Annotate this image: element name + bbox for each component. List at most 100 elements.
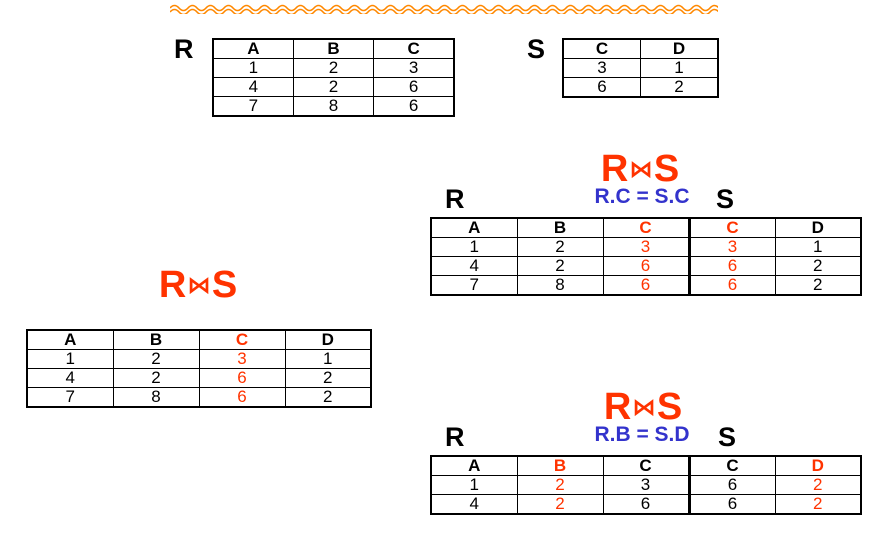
table-cell: 7	[212, 96, 294, 117]
table-row: 1 2 3 6 2	[430, 475, 862, 495]
table-cell: 4	[430, 256, 518, 276]
table-row: 7 8 6 6 2	[430, 275, 862, 296]
table-cell: 8	[112, 387, 200, 408]
relation-r-table: A B C 1 2 3 4 2 6 7 8 6	[212, 38, 455, 117]
theta-join-bd-r-label: R	[445, 422, 465, 452]
column-header: B	[292, 38, 375, 59]
column-header: D	[284, 329, 372, 350]
title-left: R	[158, 264, 187, 306]
column-header: B	[516, 217, 604, 238]
title-right: S	[211, 264, 238, 306]
table-cell: 3	[198, 349, 286, 369]
table-cell: 2	[516, 494, 604, 515]
table-cell: 6	[373, 77, 455, 97]
column-header: C	[687, 217, 776, 238]
table-row: 1 2 3	[212, 58, 455, 78]
table-cell: 6	[602, 256, 690, 276]
theta-join-bd-table: A B C C D 1 2 3 6 2 4 2 6 6 2	[430, 455, 862, 515]
table-cell: 2	[774, 275, 862, 296]
table-cell: 7	[430, 275, 518, 296]
title-right: S	[653, 148, 680, 190]
column-header: B	[516, 455, 604, 476]
table-row: 4 2 6 6 2	[430, 256, 862, 276]
table-row: 4 2 6	[212, 77, 455, 97]
table-cell: 6	[687, 256, 776, 276]
table-cell: 8	[292, 96, 375, 117]
column-header: C	[562, 38, 641, 59]
join-symbol: ⋈	[632, 393, 656, 420]
table-cell: 6	[373, 96, 455, 117]
table-cell: 3	[602, 237, 690, 257]
column-header: B	[112, 329, 200, 350]
column-header: A	[430, 217, 518, 238]
table-row: 7 8 6 2	[26, 387, 372, 408]
table-header-row: A B C C D	[430, 455, 862, 476]
theta-join-c-s-label: S	[716, 184, 735, 214]
theta-join-c-title: R⋈S	[580, 150, 700, 188]
table-cell: 2	[292, 77, 375, 97]
table-cell: 4	[26, 368, 114, 388]
theta-join-bd-condition: R.B = S.D	[594, 423, 690, 446]
table-cell: 4	[430, 494, 518, 515]
table-cell: 2	[516, 475, 604, 495]
natural-join-title: R⋈S	[138, 266, 258, 304]
table-cell: 2	[516, 256, 604, 276]
table-cell: 1	[212, 58, 294, 78]
table-cell: 6	[687, 475, 776, 495]
table-cell: 2	[774, 494, 862, 515]
table-cell: 2	[284, 387, 372, 408]
table-cell: 1	[26, 349, 114, 369]
table-row: 6 2	[562, 77, 719, 98]
table-cell: 2	[640, 77, 719, 98]
table-cell: 6	[562, 77, 641, 98]
table-cell: 2	[292, 58, 375, 78]
table-cell: 2	[112, 349, 200, 369]
table-row: 1 2 3 1	[26, 349, 372, 369]
table-cell: 1	[774, 237, 862, 257]
table-row: 4 2 6 6 2	[430, 494, 862, 515]
table-cell: 7	[26, 387, 114, 408]
table-cell: 8	[516, 275, 604, 296]
table-cell: 3	[687, 237, 776, 257]
column-header: A	[212, 38, 294, 59]
column-header: C	[373, 38, 455, 59]
join-symbol: ⋈	[187, 271, 211, 298]
theta-join-c-condition: R.C = S.C	[594, 185, 690, 208]
title-right: S	[656, 386, 683, 428]
table-cell: 4	[212, 77, 294, 97]
column-header: D	[774, 217, 862, 238]
table-cell: 6	[687, 494, 776, 515]
table-cell: 1	[284, 349, 372, 369]
table-cell: 2	[774, 475, 862, 495]
table-header-row: A B C	[212, 38, 455, 59]
natural-join-table: A B C D 1 2 3 1 4 2 6 2 7 8 6 2	[26, 329, 372, 408]
relation-s-table: C D 3 1 6 2	[562, 38, 719, 98]
table-cell: 6	[198, 368, 286, 388]
column-header: A	[430, 455, 518, 476]
table-cell: 1	[430, 475, 518, 495]
table-cell: 2	[516, 237, 604, 257]
column-header: D	[640, 38, 719, 59]
relation-s-label: S	[527, 34, 546, 64]
column-header: C	[198, 329, 286, 350]
column-header: A	[26, 329, 114, 350]
table-row: 3 1	[562, 58, 719, 78]
title-left: R	[600, 148, 629, 190]
column-header: C	[602, 217, 690, 238]
wavy-underline	[170, 4, 718, 14]
table-header-row: A B C D	[26, 329, 372, 350]
table-cell: 2	[284, 368, 372, 388]
table-cell: 3	[562, 58, 641, 78]
relation-r-label: R	[174, 34, 194, 64]
table-cell: 2	[774, 256, 862, 276]
join-symbol: ⋈	[629, 155, 653, 182]
theta-join-bd-title: R⋈S	[583, 388, 703, 426]
table-cell: 6	[198, 387, 286, 408]
title-left: R	[603, 386, 632, 428]
table-cell: 3	[602, 475, 690, 495]
table-header-row: A B C C D	[430, 217, 862, 238]
column-header: C	[687, 455, 776, 476]
table-cell: 1	[430, 237, 518, 257]
table-cell: 3	[373, 58, 455, 78]
theta-join-bd-s-label: S	[718, 422, 737, 452]
